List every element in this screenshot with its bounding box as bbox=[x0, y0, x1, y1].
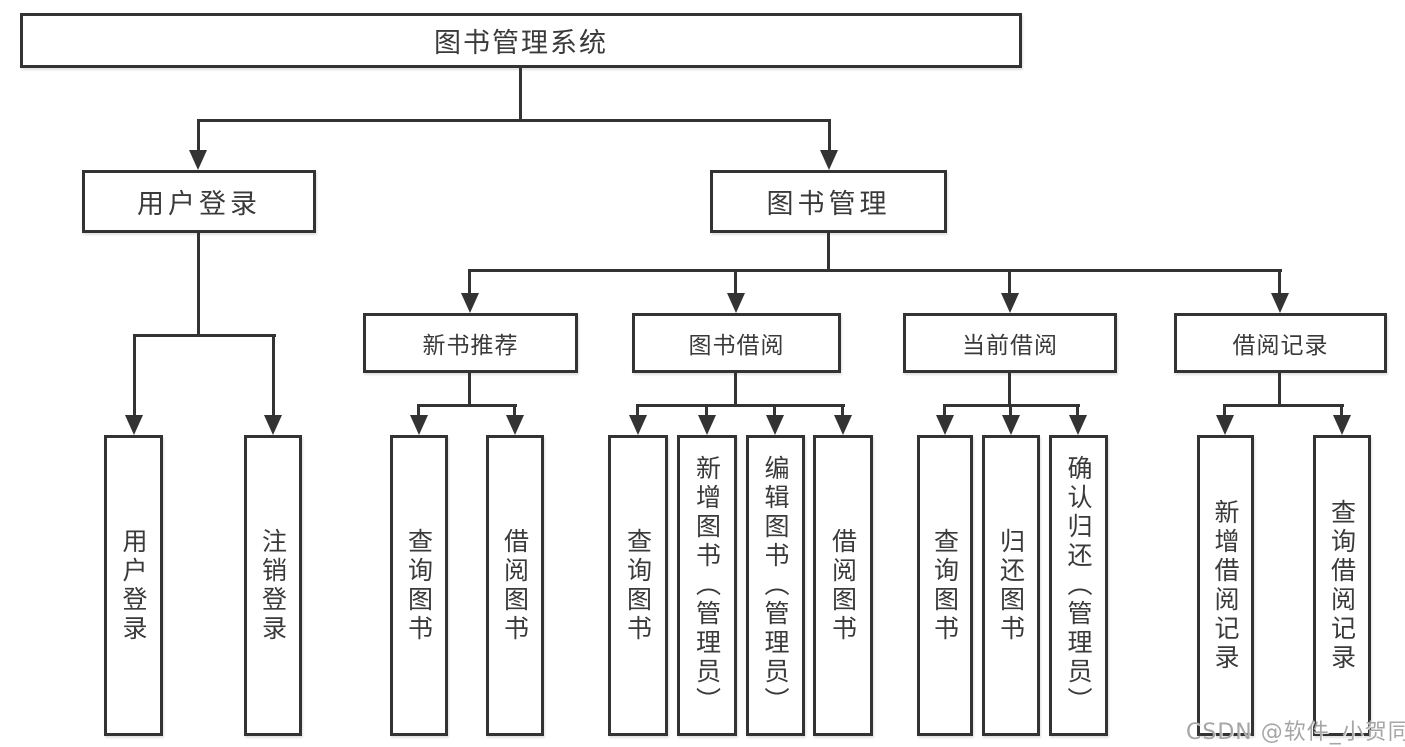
connector-leaf-drop bbox=[513, 404, 516, 418]
leaf-add-book-admin: 新增图书（管理员） bbox=[677, 435, 737, 736]
arrow-down-icon bbox=[410, 415, 428, 435]
leaf-user-login: 用户登录 bbox=[104, 435, 163, 736]
connector-root-down bbox=[519, 66, 522, 121]
arrow-down-icon bbox=[189, 150, 207, 170]
leaf-borrow-books-recommend: 借阅图书 bbox=[486, 435, 544, 736]
leaf-query-books-recommend: 查询图书 bbox=[390, 435, 448, 736]
connector-to-book-borrowing bbox=[734, 269, 737, 295]
connector-newbook-down bbox=[468, 371, 471, 407]
arrow-down-icon bbox=[727, 293, 745, 313]
node-user-login: 用户登录 bbox=[82, 170, 316, 233]
leaf-edit-book-admin: 编辑图书（管理员） bbox=[746, 435, 805, 736]
arrow-down-icon bbox=[698, 415, 716, 435]
leaf-query-books-borrowing: 查询图书 bbox=[608, 435, 668, 736]
connector-to-new-book bbox=[468, 269, 471, 295]
leaf-borrow-books: 借阅图书 bbox=[813, 435, 873, 736]
connector-management-down bbox=[827, 230, 830, 271]
node-new-book-recommend: 新书推荐 bbox=[363, 313, 578, 373]
arrow-down-icon bbox=[1069, 415, 1087, 435]
leaf-query-borrow-record: 查询借阅记录 bbox=[1313, 435, 1371, 736]
leaf-query-books-current: 查询图书 bbox=[917, 435, 973, 736]
connector-leaf-drop bbox=[773, 404, 776, 418]
arrow-down-icon bbox=[461, 293, 479, 313]
arrow-down-icon bbox=[264, 415, 282, 435]
connector-borrowing-branch bbox=[636, 404, 845, 407]
node-library-system: 图书管理系统 bbox=[20, 13, 1022, 68]
leaf-logout: 注销登录 bbox=[244, 435, 302, 736]
connector-current-down bbox=[1008, 371, 1011, 407]
connector-leaf-drop bbox=[705, 404, 708, 418]
connector-to-current-borrowing bbox=[1008, 269, 1011, 295]
arrow-down-icon bbox=[1271, 293, 1289, 313]
connector-login-branch bbox=[133, 334, 276, 337]
arrow-down-icon bbox=[125, 415, 143, 435]
connector-leaf-drop bbox=[841, 404, 844, 418]
arrow-down-icon bbox=[1333, 415, 1351, 435]
connector-to-borrowing-records bbox=[1278, 269, 1281, 295]
connector-leaf-drop bbox=[1009, 404, 1012, 418]
arrow-down-icon bbox=[820, 150, 838, 170]
connector-to-book-management bbox=[828, 119, 831, 152]
arrow-down-icon bbox=[629, 415, 647, 435]
leaf-return-books: 归还图书 bbox=[982, 435, 1040, 736]
connector-to-user-login bbox=[197, 119, 200, 152]
leaf-add-borrow-record: 新增借阅记录 bbox=[1197, 435, 1254, 736]
connector-leaf-drop bbox=[1340, 404, 1343, 418]
arrow-down-icon bbox=[936, 415, 954, 435]
arrow-down-icon bbox=[1002, 415, 1020, 435]
arrow-down-icon bbox=[834, 415, 852, 435]
connector-login-down bbox=[197, 230, 200, 336]
connector-records-down bbox=[1278, 371, 1281, 407]
node-book-borrowing: 图书借阅 bbox=[632, 313, 841, 373]
csdn-watermark: CSDN @软件_小贺同学 bbox=[1186, 720, 1405, 745]
connector-leaf-drop bbox=[636, 404, 639, 418]
arrow-down-icon bbox=[1216, 415, 1234, 435]
connector-level3-branch bbox=[468, 269, 1282, 272]
connector-leaf-drop bbox=[1076, 404, 1079, 418]
arrow-down-icon bbox=[506, 415, 524, 435]
node-book-management: 图书管理 bbox=[710, 170, 947, 233]
connector-leaf-drop bbox=[417, 404, 420, 418]
connector-level2-branch bbox=[197, 119, 831, 122]
connector-to-leaf-logout bbox=[272, 334, 275, 417]
leaf-confirm-return-admin: 确认归还（管理员） bbox=[1049, 435, 1108, 736]
connector-borrowing-down bbox=[734, 371, 737, 407]
node-current-borrowing: 当前借阅 bbox=[903, 313, 1117, 373]
node-borrowing-records: 借阅记录 bbox=[1174, 313, 1387, 373]
connector-leaf-drop bbox=[943, 404, 946, 418]
connector-leaf-drop bbox=[1223, 404, 1226, 418]
arrow-down-icon bbox=[766, 415, 784, 435]
arrow-down-icon bbox=[1001, 293, 1019, 313]
connector-to-leaf-user-login bbox=[133, 334, 136, 417]
connector-newbook-branch bbox=[417, 404, 517, 407]
connector-records-branch bbox=[1223, 404, 1344, 407]
